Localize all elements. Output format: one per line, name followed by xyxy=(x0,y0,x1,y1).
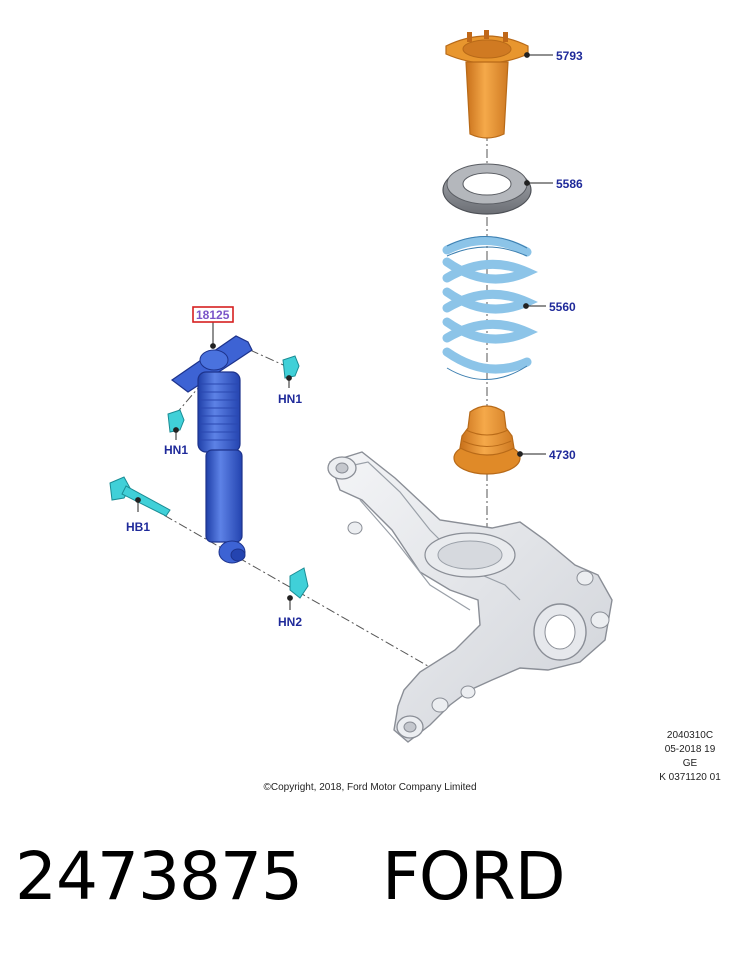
nut-hn1-left xyxy=(167,409,185,440)
metadata-line-2: 05-2018 19 xyxy=(664,744,716,755)
callout-hn1-left: HN1 xyxy=(164,443,188,457)
metadata-line-1: 2040310C xyxy=(666,730,714,741)
rear-knuckle-arm xyxy=(327,451,613,743)
callout-4730: 4730 xyxy=(549,448,576,462)
part-footer: 2473875 FORD xyxy=(15,838,566,915)
brand-name: FORD xyxy=(381,838,566,915)
bump-stop-part xyxy=(453,405,521,475)
shock-absorber-part xyxy=(170,335,253,564)
copyright-notice: ©Copyright, 2018, Ford Motor Company Lim… xyxy=(263,782,477,793)
callout-18125-highlight-box xyxy=(192,306,234,323)
callout-hb1: HB1 xyxy=(126,520,150,534)
coil-spring-part xyxy=(442,236,538,374)
callout-18125: 18125 xyxy=(196,308,230,322)
drawing-metadata: 2040310C 05-2018 19 GE K 0371120 01 xyxy=(645,729,734,785)
nut-hn2 xyxy=(289,567,309,610)
bolt-hb1 xyxy=(109,476,171,517)
metadata-line-3: GE xyxy=(682,758,698,769)
coil-spring-outline xyxy=(446,236,528,380)
callout-hn2: HN2 xyxy=(278,615,302,629)
callout-5560: 5560 xyxy=(549,300,576,314)
nut-hn1-upper xyxy=(282,355,300,388)
shock-axis-line-lower xyxy=(119,489,471,691)
callout-5793: 5793 xyxy=(556,49,583,63)
part-number: 2473875 xyxy=(15,838,303,915)
spring-seat-part xyxy=(442,163,532,215)
callout-hn1-upper: HN1 xyxy=(278,392,302,406)
metadata-line-4: K 0371120 01 xyxy=(659,772,721,783)
top-mount-part xyxy=(445,30,529,139)
callout-leaders xyxy=(135,52,553,601)
callout-5586: 5586 xyxy=(556,177,583,191)
